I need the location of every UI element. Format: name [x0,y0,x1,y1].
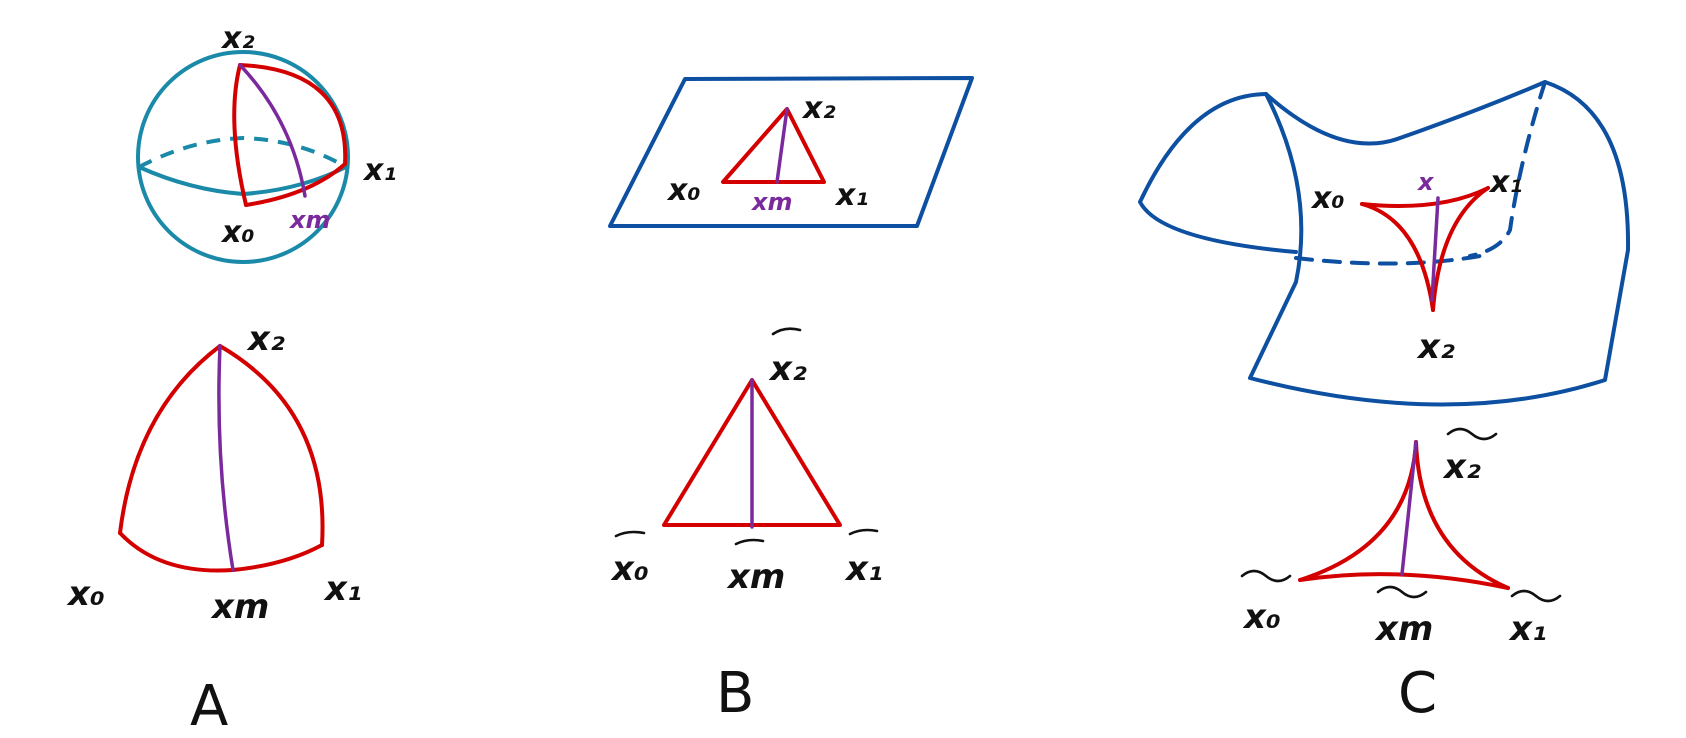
sphere-equator-back [138,135,348,169]
svg-text:x₂: x₂ [1442,447,1481,487]
panel-b-caption: B [716,661,754,726]
hyperbolic-side-x2-x0 [1298,440,1418,582]
panel-a-triangle: x₂ x₀ x₁ xm [66,319,362,627]
panel-b-plane: x₂ x₀ x₁ xm [608,76,974,228]
svg-text:x₁: x₁ [1508,609,1547,649]
sphere-triangle-side-x2-x0 [232,63,248,207]
plane-label-x2: x₂ [801,91,836,126]
plane-label-x0: x₀ [666,173,701,208]
comparison-label-x0: x₀ [610,530,649,589]
sphere-label-x1: x₁ [362,153,397,188]
hyperbolic-side-x2-x1 [1414,440,1510,590]
panel-c: x₀ x₁ x x₂ x₂ x₀ xm x [1138,80,1631,726]
surface-median [1430,196,1440,302]
surface-hidden-edge-bottom [1294,254,1482,266]
comparison-label-x1: x₁ [844,528,883,589]
hyperbolic-side-x0-x1 [1298,572,1510,590]
surface-triangle-side-x1-x2 [1431,186,1490,312]
sphere-label-x0: x₀ [220,215,255,250]
surface-left-flap [1138,92,1298,254]
plane-triangle [721,107,826,184]
triangle-median [217,344,235,572]
comparison-label-xm: xm [726,538,785,597]
hyperbolic-label-x2: x₂ [1442,427,1498,487]
panel-c-triangle: x₂ x₀ xm x₁ [1240,427,1562,649]
sphere-triangle-side-x2-x1 [238,63,348,166]
triangle-label-x1: x₁ [323,569,362,609]
triangle-side-x2-x1 [218,344,325,547]
plane-outline [608,76,974,228]
surface-triangle-side-x0-x2 [1360,202,1435,312]
svg-text:x₀: x₀ [610,549,649,589]
tilde-mark [771,327,802,336]
surface-outline [1248,80,1631,407]
surface-label-x2: x₂ [1416,327,1455,367]
svg-text:x₀: x₀ [1242,597,1281,637]
surface-triangle-side-x0-x1 [1360,186,1490,208]
triangle-side-x0-x1 [118,531,324,573]
tilde-mark [1376,585,1428,599]
hyperbolic-label-x0: x₀ [1240,569,1292,637]
comparison-label-x2: x₂ [768,327,807,389]
sphere-label-x2: x₂ [220,21,255,56]
tilde-mark [1446,427,1498,441]
sphere-outline [136,50,350,264]
svg-text:x₂: x₂ [768,349,807,389]
panel-b-triangle: x₂ x₀ xm x₁ [610,327,883,597]
tilde-mark [848,528,879,536]
panel-b: x₂ x₀ x₁ xm x₂ x₀ xm x₁ [608,76,974,726]
surface-label-x1: x₁ [1488,165,1523,200]
surface-hidden-edge-right [1468,80,1547,258]
tilde-mark [614,530,646,538]
triangle-label-x2: x₂ [246,319,285,359]
tilde-mark [1510,589,1562,603]
hyperbolic-label-xm: xm [1374,585,1433,649]
triangle-label-xm: xm [210,587,269,627]
svg-text:xm: xm [1374,609,1433,649]
panel-c-surface: x₀ x₁ x x₂ [1138,80,1631,407]
hyperbolic-median [1400,440,1418,576]
tilde-mark [1240,569,1292,583]
surface-label-xm: x [1417,168,1435,196]
plane-label-x1: x₁ [834,178,869,213]
hyperbolic-label-x1: x₁ [1508,589,1562,649]
sphere-label-xm: xm [289,206,331,234]
plane-median [775,107,789,184]
plane-label-xm: xm [751,188,793,216]
svg-text:xm: xm [726,557,785,597]
surface-label-x0: x₀ [1310,181,1345,216]
panel-a-caption: A [190,674,228,738]
sphere-median [238,63,307,198]
triangle-side-x2-x0 [118,344,222,535]
tilde-mark [734,538,765,546]
svg-text:x₁: x₁ [844,549,883,589]
triangle-label-x0: x₀ [66,574,105,614]
panel-a-sphere: x₂ x₁ x₀ xm [136,21,397,264]
panel-a: x₂ x₁ x₀ xm x₂ x₀ x₁ xm A [66,21,397,738]
panel-c-caption: C [1398,661,1437,726]
